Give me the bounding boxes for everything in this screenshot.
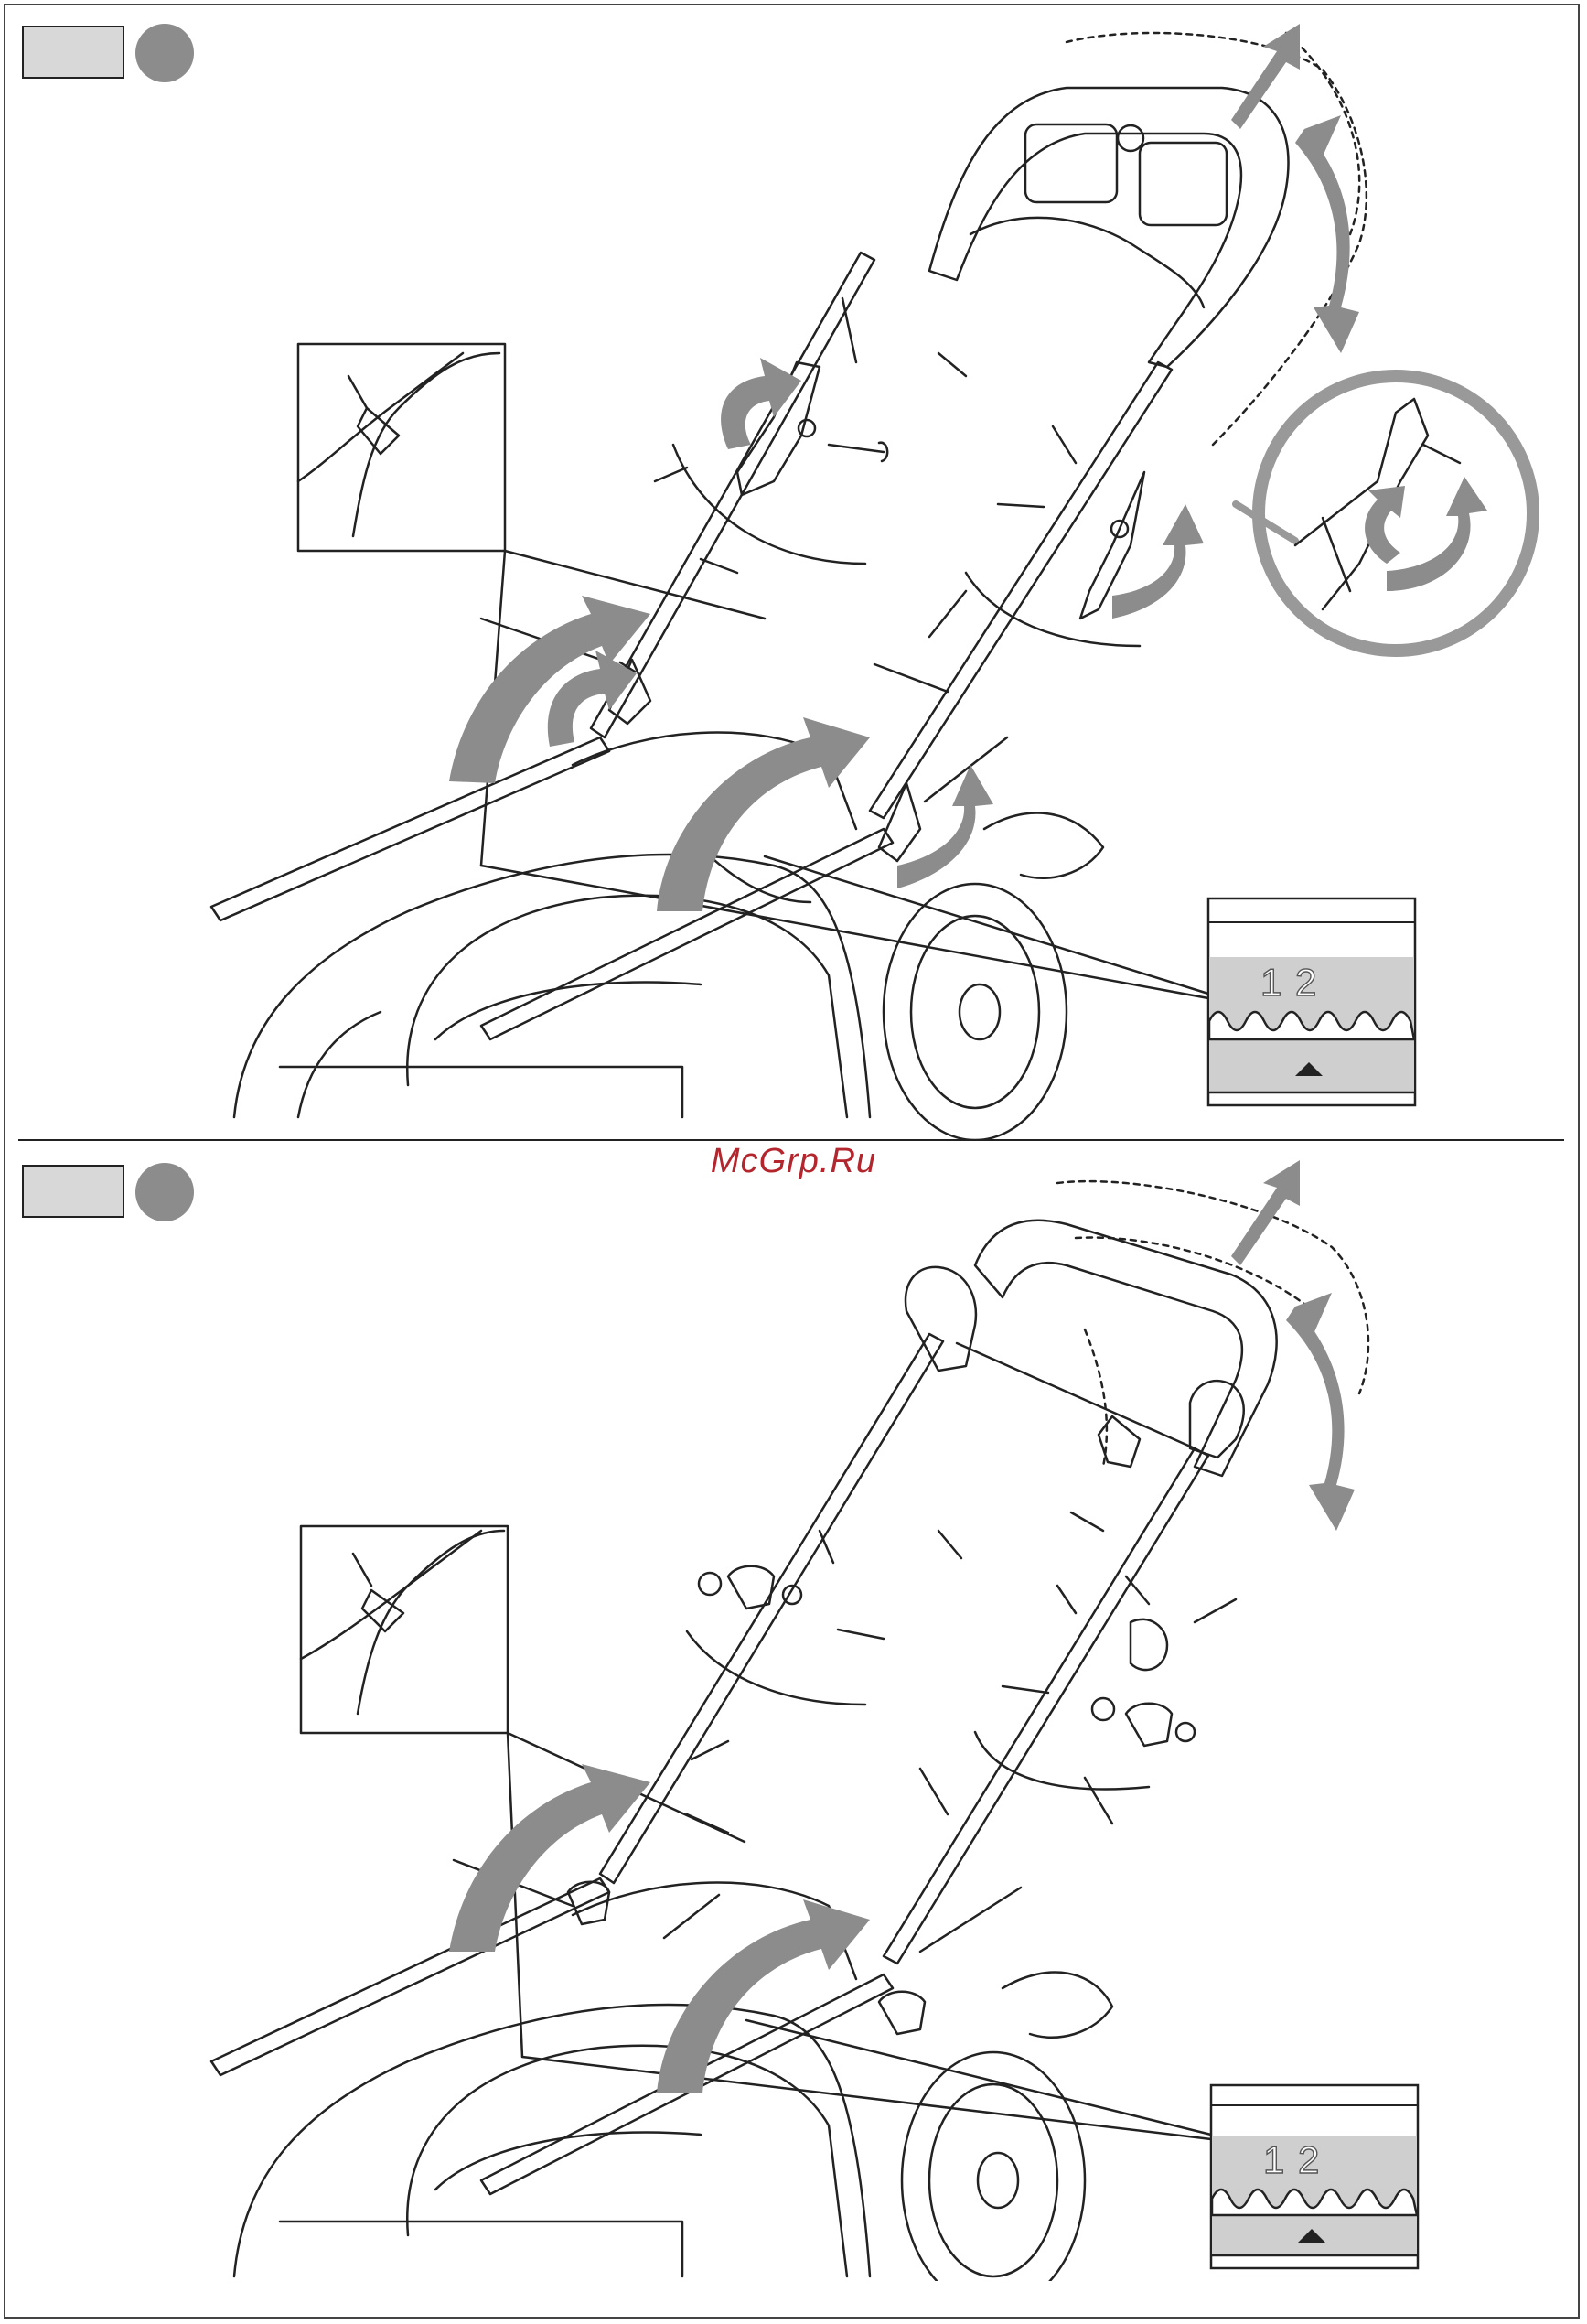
scale-label-1: 1 bbox=[1263, 2138, 1284, 2181]
diagram-a-svg: 1 2 bbox=[5, 5, 1582, 1140]
lower-handle-left bbox=[211, 737, 609, 920]
inset-detail-top bbox=[298, 344, 505, 551]
height-scale-inset-a: 1 2 bbox=[1208, 898, 1415, 1105]
zoom-rotation-arrow-left bbox=[1365, 486, 1405, 564]
rotation-arrow-large-center bbox=[657, 717, 870, 911]
bolt-left bbox=[838, 1630, 884, 1639]
mower-top-cover bbox=[407, 2046, 847, 2276]
height-scale-inset-b: 1 2 bbox=[1211, 2085, 1418, 2268]
scale-label-2: 2 bbox=[1295, 961, 1316, 1004]
figure-handle-assembly-a: 1 2 bbox=[5, 5, 1582, 1140]
rotation-arrow-large-left bbox=[449, 1764, 650, 1952]
cross-bar bbox=[957, 1343, 1195, 1448]
mower-deck bbox=[234, 855, 870, 1117]
tilt-arrow-curved-right bbox=[1295, 129, 1359, 353]
knob-lower-right bbox=[879, 1992, 925, 2034]
bolt-right bbox=[1003, 1686, 1048, 1693]
upper-handle bbox=[975, 1221, 1277, 1476]
diagram-b-svg: 1 2 bbox=[5, 1146, 1582, 2281]
tilt-arrow-curved-right bbox=[1286, 1307, 1355, 1531]
knob-right bbox=[1126, 1704, 1172, 1746]
mower-top-cover bbox=[407, 896, 847, 1117]
figure-handle-assembly-b: 1 2 bbox=[5, 1146, 1582, 2281]
bolt-top-left bbox=[829, 443, 887, 461]
scale-label-1: 1 bbox=[1260, 961, 1281, 1004]
inset-detail-top bbox=[301, 1526, 508, 1733]
rotation-arrow-large-center bbox=[657, 1899, 870, 2093]
bolt-top-right bbox=[998, 504, 1044, 507]
rotation-arrow-center-right bbox=[897, 765, 993, 888]
lower-handle-left bbox=[211, 1878, 609, 2075]
middle-handle-left bbox=[600, 1334, 943, 1883]
d-ring-cable-clip bbox=[1131, 1619, 1167, 1670]
scale-label-2: 2 bbox=[1298, 2138, 1319, 2181]
middle-handle-right bbox=[870, 362, 1172, 818]
rotation-arrow-small-right bbox=[1112, 504, 1204, 619]
tilt-arrow-top bbox=[1231, 1160, 1300, 1265]
tilt-arrow-top bbox=[1231, 24, 1300, 129]
